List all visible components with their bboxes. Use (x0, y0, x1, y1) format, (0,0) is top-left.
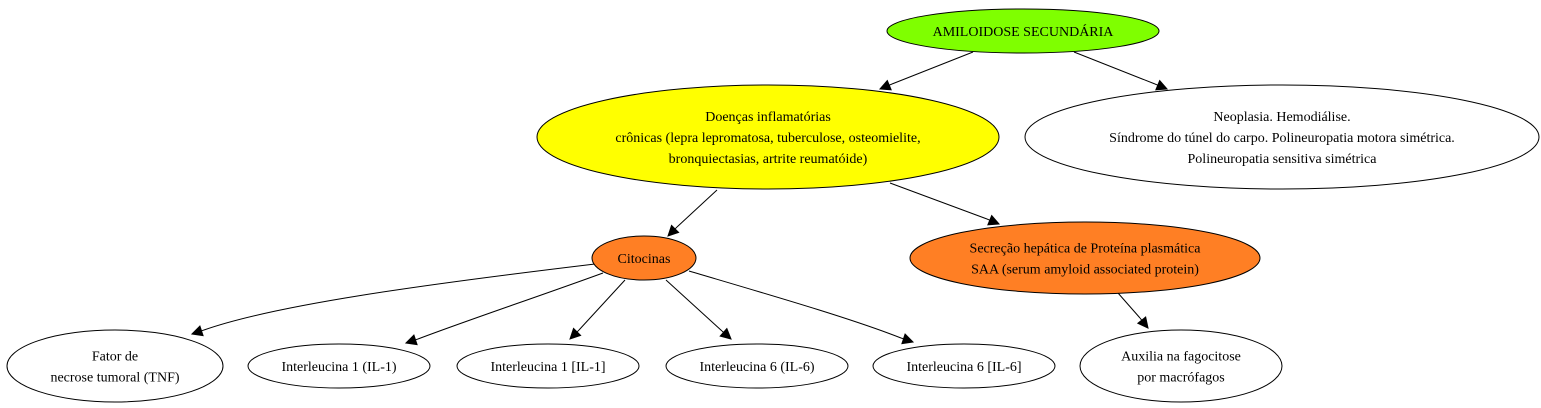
node-ellipse (1024, 84, 1540, 190)
edge-line (1073, 51, 1156, 85)
edge-line-end (986, 218, 990, 221)
edge-amiloidose-neoplasia (1073, 51, 1169, 91)
node-ellipse (1079, 329, 1283, 403)
edge-amiloidose-doencas (878, 51, 974, 91)
node-ellipse (536, 84, 1000, 190)
edge-doencas-citocinas (667, 189, 718, 237)
edge-citocinas-il1a (404, 272, 604, 346)
edge-doencas-secrecao (889, 182, 1001, 226)
node-label-line: Citocinas (618, 252, 671, 267)
node-ellipse (591, 235, 697, 281)
node-label-line: AMILOIDOSE SECUNDÁRIA (933, 23, 1115, 40)
edge-line (688, 270, 902, 339)
node-label-line: Síndrome do túnel do carpo. Polineuropat… (1109, 131, 1455, 146)
node-il6a: Interleucina 6 (IL-6) (665, 343, 849, 389)
node-label-line: por macrófagos (1137, 371, 1224, 386)
node-amiloidose: AMILOIDOSE SECUNDÁRIA (886, 8, 1160, 54)
node-label-line: Polineuropatia sensitiva simétrica (1188, 152, 1378, 167)
node-label-line: bronquiectasias, artrite reumatóide) (669, 152, 868, 167)
arrowhead (569, 327, 582, 340)
nodes: AMILOIDOSE SECUNDÁRIA Doenças inflamatóri… (6, 8, 1540, 403)
edge-line (417, 272, 604, 340)
edge-line (203, 263, 596, 331)
arrowhead (878, 79, 892, 91)
edge-line (676, 189, 718, 228)
node-label-line: SAA (serum amyloid associated protein) (971, 263, 1199, 278)
node-ellipse (872, 343, 1056, 389)
arrowhead (1136, 316, 1149, 329)
edge-line (891, 51, 974, 85)
node-il1b: Interleucina 1 [IL-1] (456, 343, 640, 389)
edge-citocinas-tnf (190, 263, 596, 337)
arrowhead (1155, 79, 1169, 91)
arrowhead (719, 327, 732, 340)
edge-line (889, 182, 988, 220)
edge-citocinas-il6a (665, 279, 732, 340)
node-neoplasia: Neoplasia. Hemodiálise. Síndrome do túnel… (1024, 84, 1540, 190)
node-fagocitose: Auxilia na fagocitose por macrófagos (1079, 329, 1283, 403)
arrowhead (901, 333, 915, 345)
node-ellipse (456, 343, 640, 389)
node-ellipse (6, 329, 224, 403)
arrowhead (404, 334, 418, 346)
edge-citocinas-il1b (569, 279, 626, 340)
node-label-line: Interleucina 1 (IL-1) (281, 360, 396, 375)
node-label-line: Interleucina 6 (IL-6) (699, 360, 814, 375)
edge-citocinas-il6b (688, 270, 915, 345)
node-label-line: Secreção hepática de Proteína plasmática (970, 242, 1202, 257)
node-secrecao: Secreção hepática de Proteína plasmática… (909, 221, 1261, 295)
node-label-line: Doenças inflamatórias (705, 110, 831, 125)
node-citocinas: Citocinas (591, 235, 697, 281)
edge-secrecao-fagocitose (1117, 292, 1149, 329)
edge-line (578, 279, 626, 331)
node-label-line: Interleucina 6 [IL-6] (906, 360, 1021, 375)
node-label-line: necrose tumoral (TNF) (50, 371, 179, 386)
node-label-line: Auxilia na fagocitose (1121, 350, 1241, 365)
node-tnf: Fator de necrose tumoral (TNF) (6, 329, 224, 403)
node-il1a: Interleucina 1 (IL-1) (247, 343, 431, 389)
node-label-line: crônicas (lepra lepromatosa, tuberculose… (615, 131, 920, 146)
node-label-line: Fator de (92, 350, 138, 365)
edges (190, 51, 1169, 346)
node-ellipse (665, 343, 849, 389)
edge-line (665, 279, 723, 332)
node-doencas: Doenças inflamatórias crônicas (lepra lep… (536, 84, 1000, 190)
node-ellipse (909, 221, 1261, 295)
node-label-line: Interleucina 1 [IL-1] (490, 360, 605, 375)
arrowhead (667, 224, 680, 237)
arrowhead (987, 214, 1001, 226)
node-ellipse (247, 343, 431, 389)
arrowhead (190, 325, 204, 337)
edge-line (1117, 292, 1141, 319)
node-il6b: Interleucina 6 [IL-6] (872, 343, 1056, 389)
node-ellipse (886, 8, 1160, 54)
node-label-line: Neoplasia. Hemodiálise. (1213, 110, 1350, 125)
